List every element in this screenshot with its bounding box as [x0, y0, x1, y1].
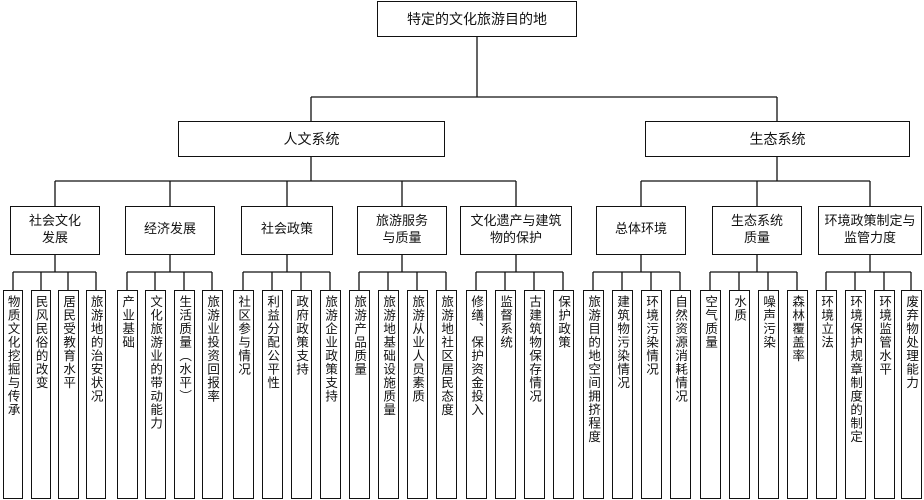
category-node: 总体环境 — [596, 206, 686, 255]
leaf-label: 社区参与情况 — [236, 295, 252, 376]
leaf-node: 建筑物污染情况 — [612, 290, 633, 499]
category-label: 文化遗产与建筑物的保护 — [470, 213, 562, 246]
category-node: 文化遗产与建筑物的保护 — [460, 206, 572, 255]
leaf-label: 自然资源消耗情况 — [673, 295, 689, 403]
leaf-node: 旅游地社区居民态度 — [436, 290, 457, 499]
leaf-node: 生活质量（水平） — [174, 290, 195, 499]
leaf-node: 废弃物处理能力 — [901, 290, 922, 499]
category-node: 社会政策 — [241, 206, 333, 255]
category-node: 旅游服务与质量 — [357, 206, 447, 255]
leaf-node: 古建筑物保存情况 — [524, 290, 545, 499]
root-node: 特定的文化旅游目的地 — [377, 1, 577, 37]
leaf-node: 民风民俗的改变 — [31, 290, 51, 499]
leaf-label: 修缮、保护资金投入 — [469, 295, 485, 417]
category-label: 生态系统质量 — [730, 213, 783, 246]
leaf-node: 物质文化挖掘与传承 — [3, 290, 23, 499]
leaf-node: 旅游目的地空间拥挤程度 — [583, 290, 604, 499]
category-node: 生态系统质量 — [712, 206, 802, 255]
system-node-ecology: 生态系统 — [645, 121, 910, 157]
leaf-node: 森林覆盖率 — [787, 290, 808, 499]
leaf-node: 旅游产品质量 — [349, 290, 370, 499]
system-label: 生态系统 — [749, 132, 806, 148]
category-label: 社会政策 — [260, 222, 313, 238]
leaf-node: 旅游企业政策支持 — [320, 290, 341, 499]
leaf-node: 噪声污染 — [758, 290, 779, 499]
category-label: 社会文化发展 — [28, 213, 81, 246]
leaf-label: 环境污染情况 — [644, 295, 660, 376]
leaf-label: 生活质量（水平） — [177, 295, 193, 403]
leaf-label: 建筑物污染情况 — [615, 295, 631, 390]
leaf-label: 旅游地的治安状况 — [88, 295, 104, 403]
leaf-label: 空气质量 — [703, 295, 719, 349]
leaf-label: 民风民俗的改变 — [33, 295, 49, 390]
leaf-node: 水质 — [729, 290, 750, 499]
leaf-label: 环境保护规章制度的制定 — [848, 295, 864, 444]
leaf-label: 噪声污染 — [761, 295, 777, 349]
leaf-node: 空气质量 — [700, 290, 721, 499]
leaf-label: 废弃物处理能力 — [904, 295, 920, 390]
leaf-label: 水质 — [732, 295, 748, 322]
leaf-label: 保护政策 — [556, 295, 572, 349]
category-node: 环境政策制定与监管力度 — [818, 206, 922, 255]
category-label: 旅游服务与质量 — [375, 213, 428, 246]
leaf-node: 自然资源消耗情况 — [670, 290, 691, 499]
leaf-node: 监督系统 — [495, 290, 516, 499]
leaf-label: 旅游企业政策支持 — [323, 295, 339, 403]
system-node-humanities: 人文系统 — [178, 121, 445, 157]
leaf-node: 旅游地基础设施质量 — [378, 290, 399, 499]
leaf-node: 环境污染情况 — [641, 290, 662, 499]
leaf-node: 政府政策支持 — [291, 290, 312, 499]
leaf-node: 文化旅游业的带动能力 — [145, 290, 166, 499]
leaf-label: 物质文化挖掘与传承 — [5, 295, 21, 417]
system-label: 人文系统 — [283, 132, 340, 148]
leaf-label: 旅游从业人员素质 — [410, 295, 426, 403]
leaf-node: 环境保护规章制度的制定 — [845, 290, 866, 499]
leaf-node: 社区参与情况 — [233, 290, 254, 499]
leaf-label: 旅游目的地空间拥挤程度 — [586, 295, 602, 444]
category-node: 社会文化发展 — [10, 206, 100, 255]
leaf-label: 文化旅游业的带动能力 — [148, 295, 164, 430]
root-label: 特定的文化旅游目的地 — [407, 12, 547, 28]
category-label: 总体环境 — [614, 222, 667, 238]
leaf-label: 旅游业投资回报率 — [205, 295, 221, 403]
leaf-node: 居民受教育水平 — [58, 290, 79, 499]
leaf-label: 旅游地基础设施质量 — [381, 295, 397, 417]
leaf-node: 环境监管水平 — [874, 290, 895, 499]
leaf-label: 居民受教育水平 — [61, 295, 77, 390]
leaf-node: 旅游地的治安状况 — [86, 290, 106, 499]
leaf-label: 产业基础 — [120, 295, 136, 349]
leaf-node: 旅游业投资回报率 — [202, 290, 223, 499]
leaf-node: 旅游从业人员素质 — [407, 290, 428, 499]
leaf-label: 环境监管水平 — [877, 295, 893, 376]
leaf-node: 产业基础 — [117, 290, 138, 499]
leaf-label: 森林覆盖率 — [790, 295, 806, 363]
leaf-node: 修缮、保护资金投入 — [466, 290, 487, 499]
category-label: 经济发展 — [143, 222, 196, 238]
leaf-node: 利益分配公平性 — [262, 290, 283, 499]
leaf-node: 保护政策 — [553, 290, 574, 499]
leaf-label: 旅游地社区居民态度 — [439, 295, 455, 417]
leaf-label: 监督系统 — [498, 295, 514, 349]
leaf-label: 政府政策支持 — [294, 295, 310, 376]
leaf-label: 环境立法 — [819, 295, 835, 349]
leaf-label: 利益分配公平性 — [265, 295, 281, 390]
category-label: 环境政策制定与监管力度 — [824, 213, 916, 246]
category-node: 经济发展 — [125, 206, 215, 255]
leaf-label: 旅游产品质量 — [352, 295, 368, 376]
leaf-label: 古建筑物保存情况 — [527, 295, 543, 403]
leaf-node: 环境立法 — [816, 290, 837, 499]
